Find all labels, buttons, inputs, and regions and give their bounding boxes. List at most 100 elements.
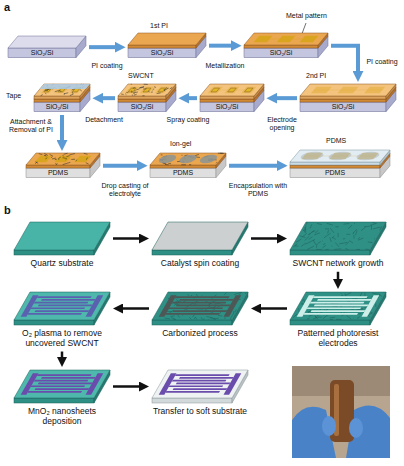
electrode-finger [37,374,92,376]
nanotube [134,91,136,92]
nanotube [34,162,40,164]
metal-pad [208,87,223,94]
nanotube [55,91,59,92]
nanotube [322,240,324,241]
slab-front [14,398,94,403]
electrode-finger [175,296,230,298]
nanotube [188,317,193,319]
nanotube [143,89,146,90]
slab-front [200,99,254,102]
step-label: Attachment & Removal of PI [4,118,58,134]
step-caption: O₂ plasma to remove uncovered SWCNT [14,329,110,349]
electrode-finger [35,310,90,312]
step-caption: Transfer to soft substrate [152,407,248,417]
process-arrow [103,164,141,168]
nanotube [333,243,342,247]
layer-label: SiO₂/Si [200,102,254,112]
slab-top [290,292,386,320]
metal-pad [299,36,318,43]
nanotube [164,318,170,320]
slab-top [128,33,206,45]
nanotube [38,153,43,155]
nanotube [315,244,319,248]
nanotube [293,244,297,247]
slab-top [152,370,248,398]
surface-pattern [21,373,104,394]
slab-top [14,222,110,250]
nanotube [124,94,127,96]
nanotube [62,164,64,166]
nanotube [346,234,350,235]
slab-top [152,292,248,320]
slab-top [34,84,90,96]
nanotube [66,156,69,157]
nanotube [182,315,183,316]
nanotube [312,231,316,233]
nanotube [76,160,78,162]
ion-gel-drop [354,152,383,160]
nanotube [374,238,375,239]
nanotube [307,246,314,249]
nanotube [364,226,370,227]
nanotube [85,163,90,164]
nanotube [79,90,83,92]
nanotube [358,238,363,240]
surface-pattern [292,293,384,320]
step-label: Encapsulation with PDMS [226,182,290,198]
electrode-finger [313,296,368,298]
nanotube [71,159,75,160]
nanotube [327,237,334,242]
nanotube [335,226,338,227]
nanotube [153,87,156,89]
nanotube [45,90,48,92]
nanotube [165,164,169,165]
process-arrow [229,164,281,168]
nanotube [157,93,161,95]
ion-gel-drop [197,155,220,163]
nanotube [309,237,313,240]
nanotube [161,155,163,156]
nanotube [350,316,351,317]
nanotube [341,295,343,296]
process-step: Quartz substrate [14,222,110,269]
electrode-finger [27,313,82,315]
substrate-outline [152,370,248,403]
nanotube [354,230,358,235]
electrode-finger [173,388,228,390]
layer-stack: SiO₂/Si [8,36,86,58]
process-step: Catalyst spin coating [152,222,248,269]
part-label: Ion-gel [170,140,191,148]
slab-front [128,48,196,58]
nanotube [344,315,353,319]
nanotube [353,233,355,235]
electrode-finger [173,310,228,312]
electrode-finger [307,307,362,309]
electrode-finger [31,385,86,387]
nanotube [306,223,307,225]
slab-front [290,250,370,255]
slab-top [14,370,110,398]
nanotube [194,317,195,319]
step-label: Spray coating [160,116,216,124]
nanotube [121,94,124,95]
nanotube [372,222,376,224]
nanotube [216,163,218,164]
nanotube [139,87,144,89]
surface-pattern [152,154,224,166]
nanotube [71,92,74,94]
nanotube [170,318,177,320]
slab-top [244,33,328,45]
process-step: Patterned photoresist electrodes [290,292,386,349]
surface-pattern [159,373,242,394]
nanotube [360,293,362,297]
metal-pad [155,87,169,94]
slab-front [118,99,166,102]
nanotube [314,233,320,235]
process-arrow [61,352,64,361]
process-step: Carbonized process [152,292,248,339]
slab-front [128,45,196,48]
nanotube [316,223,322,224]
layer-stack: SiO₂/Si [200,84,264,112]
part-label: PDMS [326,137,346,145]
slab-front [14,250,94,255]
